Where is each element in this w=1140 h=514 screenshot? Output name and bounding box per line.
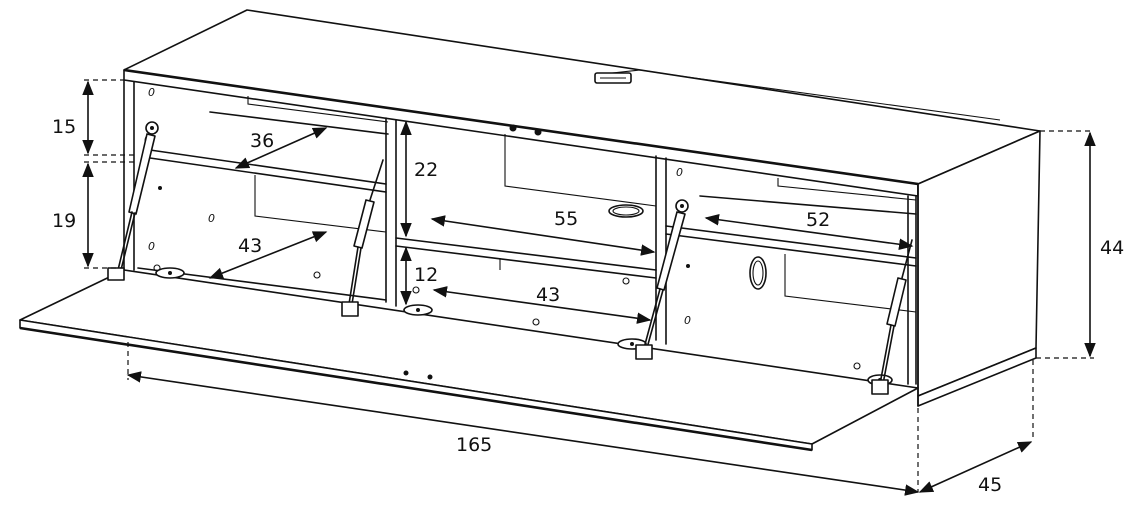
dimension-arrows [82, 80, 1096, 496]
dim-label-52: 52 [806, 209, 830, 231]
dim-label-22: 22 [414, 159, 438, 181]
dim-label-55: 55 [554, 208, 578, 230]
dim-arrow-36 [234, 127, 328, 169]
gas-strut-1 [107, 121, 159, 281]
svg-text:0: 0 [676, 166, 683, 179]
cable-hole-side-icon [749, 256, 767, 290]
cabinet-right-side [917, 130, 1041, 407]
front-flap [19, 264, 919, 452]
dim-arrow-45 [918, 441, 1033, 493]
dim-label-12: 12 [414, 264, 438, 286]
hinge-icon [403, 304, 433, 316]
hinge-icon [155, 267, 185, 279]
divider-left [385, 117, 397, 307]
dim-label-45: 45 [978, 474, 1002, 496]
svg-text:0: 0 [148, 86, 155, 99]
dim-label-43-center: 43 [536, 284, 560, 306]
cable-hole-icon [608, 204, 644, 218]
dim-arrow-43-center [432, 286, 652, 324]
dim-arrow-165 [126, 371, 920, 496]
gas-strut-3 [635, 199, 689, 360]
svg-text:0: 0 [148, 240, 155, 253]
svg-text:0: 0 [208, 212, 215, 225]
dim-arrow-43-left [208, 231, 328, 279]
right-compartment: 0 0 [665, 166, 917, 385]
cabinet-top [123, 9, 1041, 197]
dim-label-36: 36 [250, 130, 274, 152]
dim-label-43-left: 43 [238, 235, 262, 257]
gas-strut-2 [341, 159, 384, 317]
cable-port-icon [594, 72, 632, 84]
dimension-labels: 15 19 36 43 22 12 55 43 52 44 165 45 [52, 116, 1124, 496]
dim-label-19: 19 [52, 210, 76, 232]
dim-label-165: 165 [456, 434, 492, 456]
svg-text:0: 0 [684, 314, 691, 327]
dim-label-44: 44 [1100, 237, 1124, 259]
dim-arrow-52 [704, 214, 914, 250]
divider-right [655, 155, 667, 345]
dim-label-15: 15 [52, 116, 76, 138]
dim-arrow-55 [430, 215, 656, 256]
